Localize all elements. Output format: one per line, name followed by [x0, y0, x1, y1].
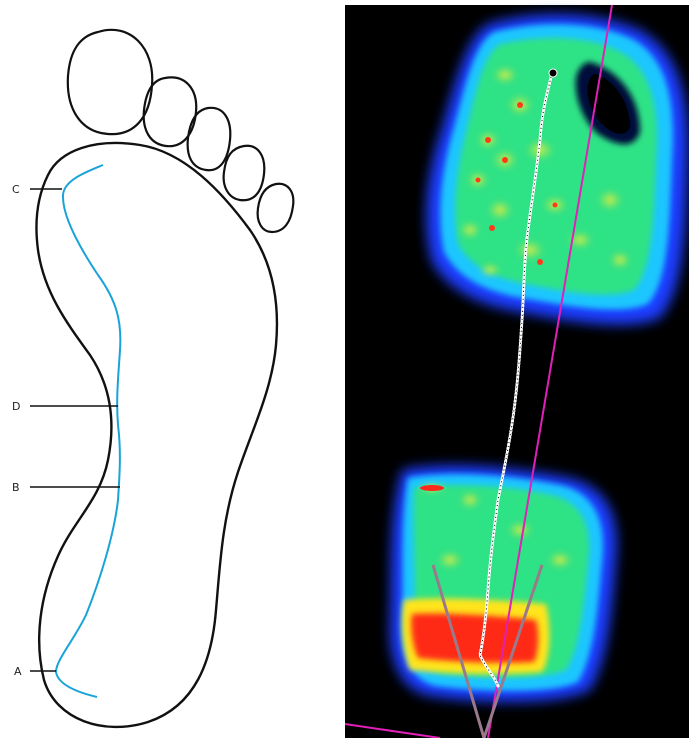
label-c: C — [12, 183, 20, 196]
pressure-heatmap — [345, 5, 689, 738]
left-panel-background — [0, 0, 345, 738]
label-b: B — [12, 481, 20, 494]
foot-outline-diagram: C D B A — [0, 0, 345, 738]
forefoot-pressure-region — [426, 14, 688, 325]
heel-pressure-region — [390, 465, 617, 702]
trace-end-marker — [549, 69, 557, 77]
label-a: A — [14, 665, 22, 678]
label-d: D — [12, 400, 20, 413]
